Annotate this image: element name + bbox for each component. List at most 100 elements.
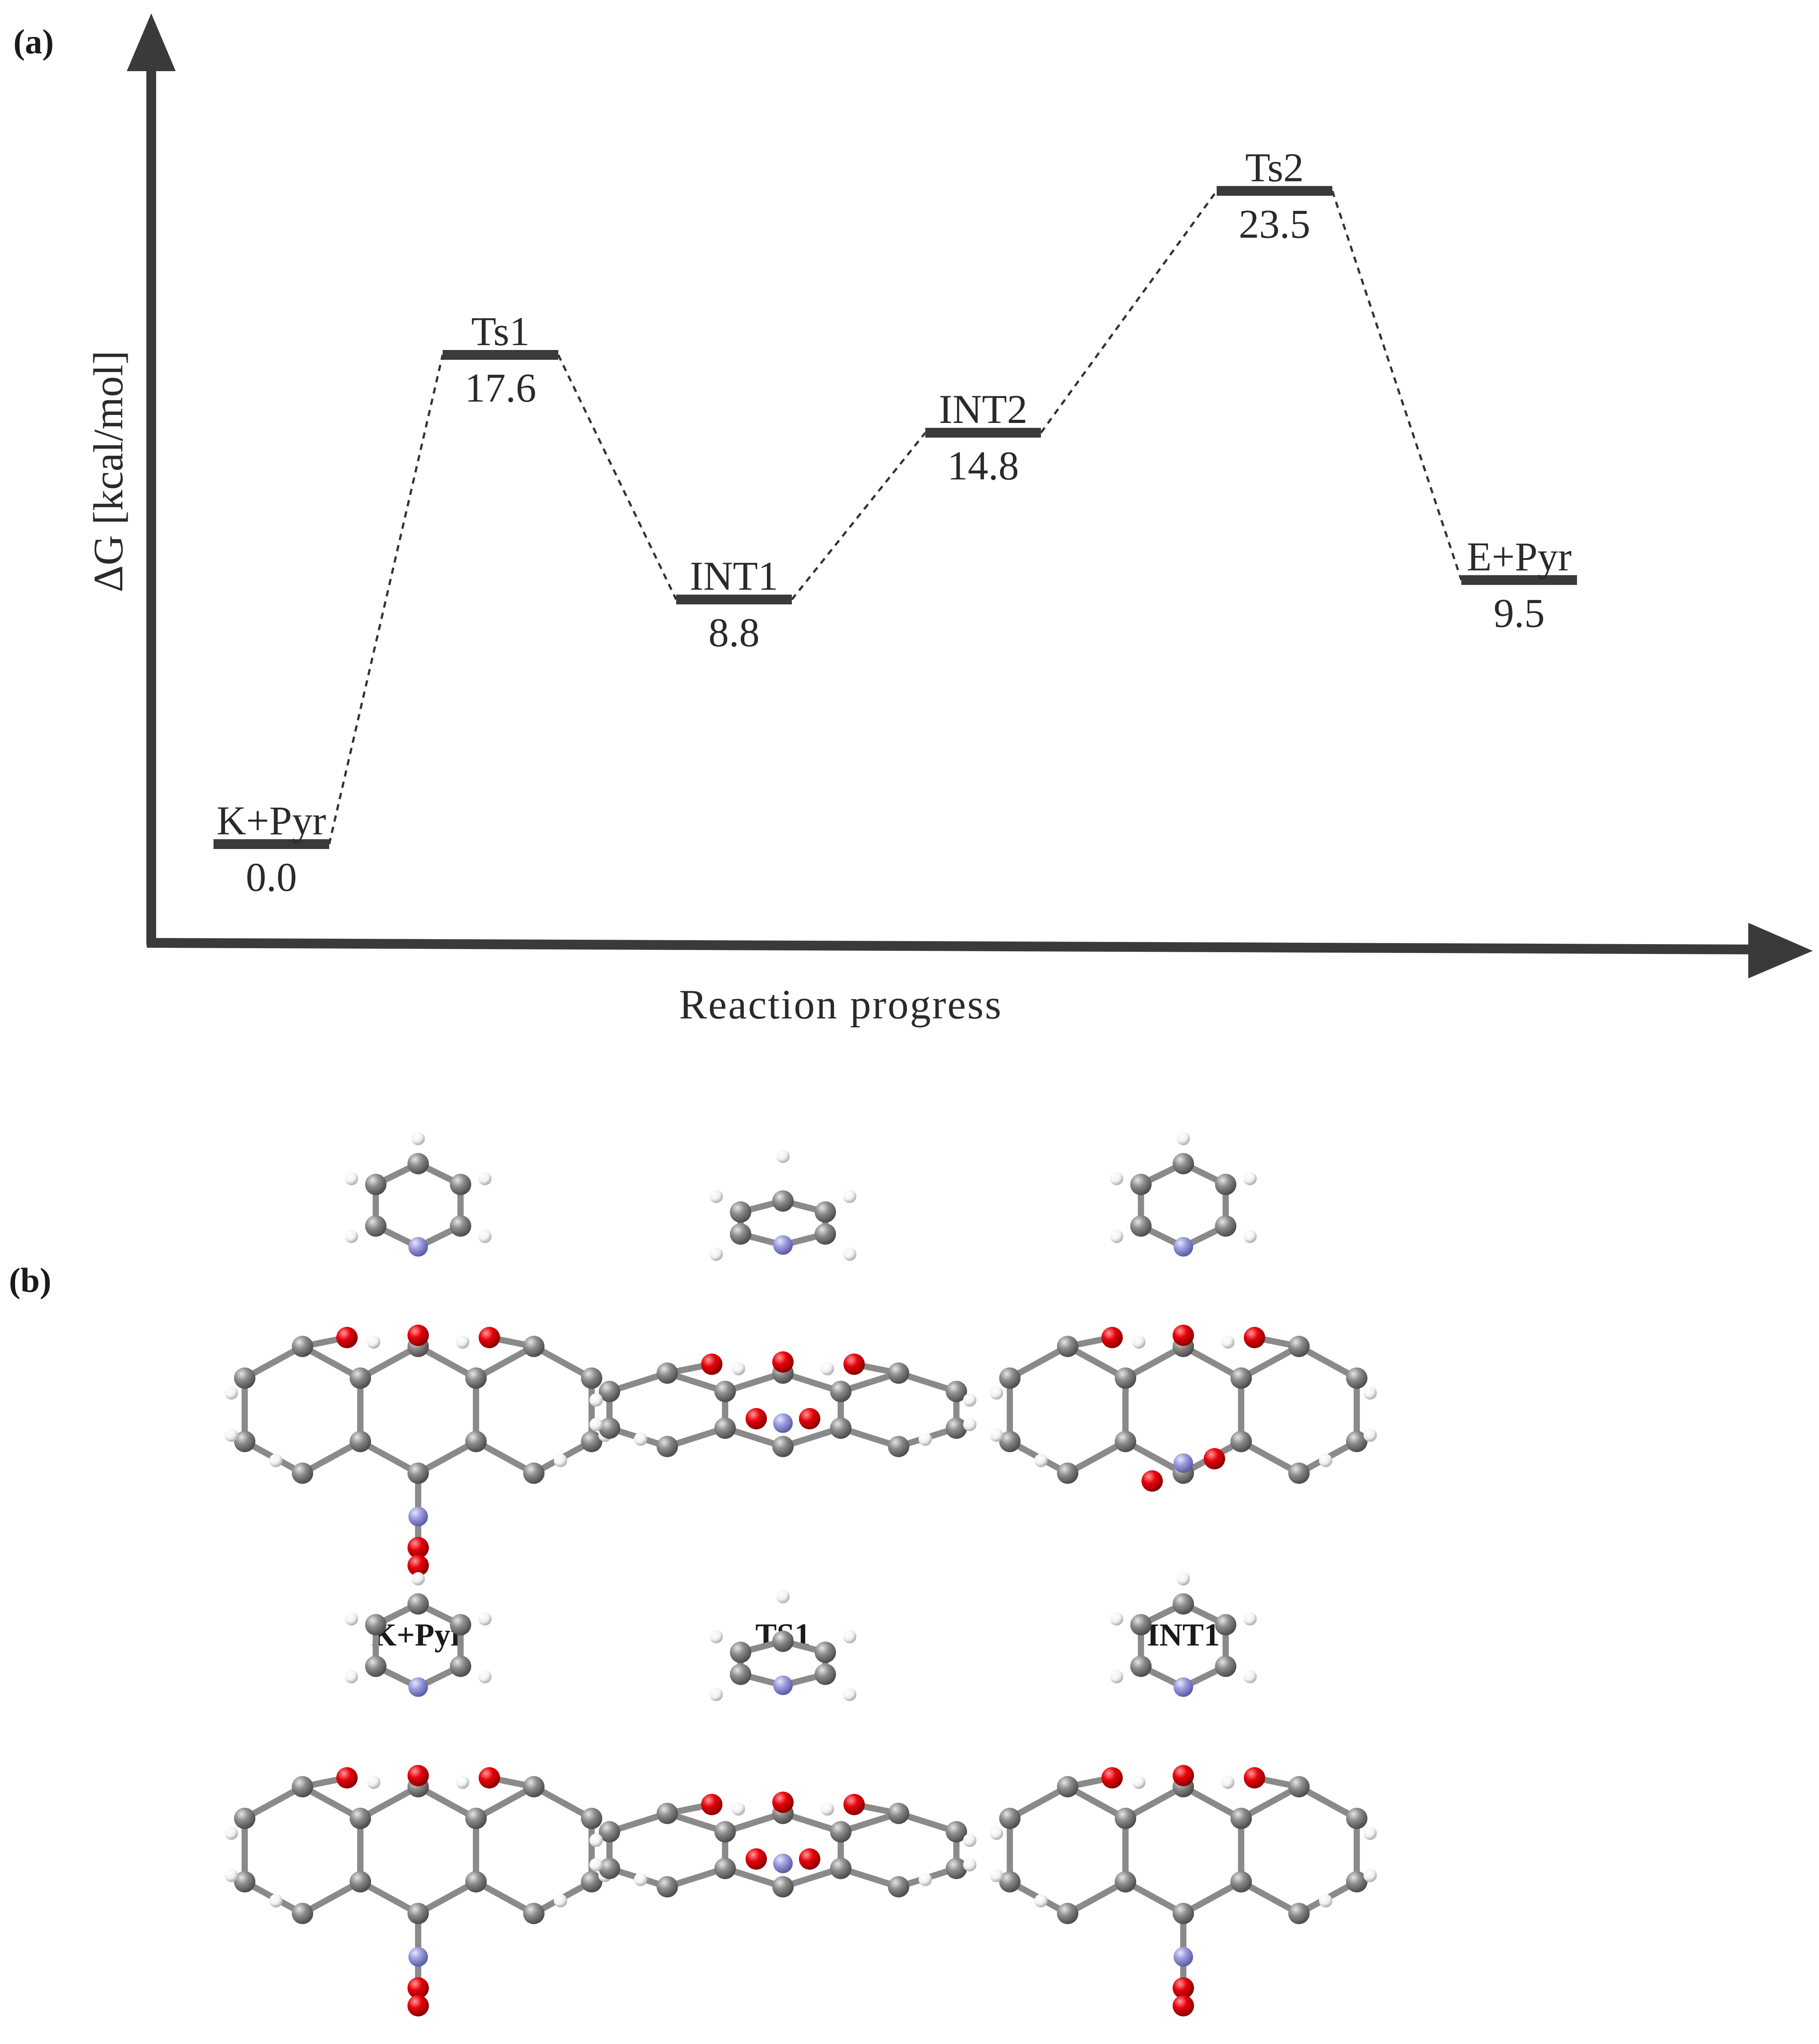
bond — [473, 1438, 537, 1477]
atom-carbon — [1230, 1871, 1252, 1893]
atom-hydrogen — [269, 1454, 282, 1467]
bond — [299, 1343, 363, 1381]
atom-hydrogen — [1363, 1869, 1377, 1882]
atom-carbon — [1173, 1153, 1194, 1175]
atom-oxygen — [843, 1353, 865, 1375]
atom-carbon — [523, 1336, 544, 1357]
atom-carbon — [772, 1630, 794, 1652]
x-axis-arrowhead — [1748, 923, 1813, 978]
atom-carbon — [581, 1431, 602, 1453]
state-name-label: E+Pyr — [1467, 534, 1572, 579]
atom-hydrogen — [1221, 1775, 1234, 1789]
bond — [415, 1438, 479, 1477]
atom-carbon — [1130, 1614, 1152, 1636]
atom-carbon — [350, 1871, 371, 1893]
atom-nitrogen — [408, 1507, 428, 1526]
atom-oxygen — [407, 1537, 429, 1558]
bond — [1065, 1438, 1129, 1477]
atom-oxygen — [1244, 1327, 1265, 1348]
atom-hydrogen — [1243, 1612, 1257, 1626]
atom-carbon — [599, 1417, 621, 1439]
atom-nitrogen — [773, 1235, 793, 1255]
atom-hydrogen — [345, 1670, 358, 1683]
state-name-label: INT2 — [939, 386, 1027, 432]
energy-diagram-axes: ΔG [kcal/mol] Reaction progress — [85, 13, 1813, 1028]
atom-carbon — [350, 1431, 371, 1453]
atom-hydrogen — [345, 1230, 358, 1243]
atom-hydrogen — [554, 1894, 567, 1907]
atom-oxygen — [479, 1327, 500, 1348]
atom-carbon — [1215, 1215, 1237, 1237]
atom-hydrogen — [589, 1858, 603, 1871]
atom-carbon — [657, 1362, 678, 1384]
panel-a-label: (a) — [13, 22, 54, 61]
atom-carbon — [815, 1663, 836, 1685]
molecule-structure: TS1 — [589, 1150, 976, 1653]
atom-hydrogen — [345, 1172, 358, 1185]
atom-carbon — [292, 1903, 313, 1924]
atom-hydrogen — [1221, 1335, 1234, 1349]
bond — [357, 1438, 421, 1477]
atom-hydrogen — [1110, 1230, 1123, 1243]
atom-carbon — [234, 1367, 256, 1389]
atom-carbon — [599, 1858, 621, 1879]
atom-carbon — [234, 1431, 256, 1453]
atom-carbon — [999, 1367, 1021, 1389]
atom-carbon — [945, 1417, 967, 1439]
atom-carbon — [730, 1663, 751, 1685]
atom-nitrogen — [1174, 1453, 1193, 1473]
atom-carbon — [815, 1223, 836, 1245]
bond — [299, 1438, 363, 1477]
bond — [415, 1783, 479, 1822]
atom-carbon — [1057, 1903, 1078, 1924]
atom-carbon — [365, 1614, 387, 1636]
atom-carbon — [1346, 1367, 1367, 1389]
bond — [415, 1879, 479, 1917]
atom-carbon — [830, 1821, 852, 1843]
atom-hydrogen — [554, 1454, 567, 1467]
atom-carbon — [292, 1462, 313, 1484]
atom-carbon — [1230, 1807, 1252, 1829]
atom-hydrogen — [990, 1428, 1003, 1442]
atom-hydrogen — [843, 1190, 856, 1203]
atom-oxygen — [1141, 1470, 1163, 1492]
atom-carbon — [815, 1642, 836, 1663]
atom-hydrogen — [367, 1775, 380, 1789]
atom-oxygen — [701, 1794, 722, 1815]
atom-carbon — [407, 1903, 429, 1924]
atom-nitrogen — [773, 1854, 793, 1873]
atom-hydrogen — [478, 1172, 492, 1185]
bond — [531, 1343, 595, 1381]
atom-carbon — [1115, 1431, 1137, 1453]
atom-oxygen — [1173, 1995, 1194, 2016]
atom-carbon — [234, 1871, 256, 1893]
atom-nitrogen — [1174, 1237, 1193, 1257]
structure-label: K+Pyr — [372, 1617, 465, 1653]
atom-carbon — [523, 1776, 544, 1798]
atom-carbon — [999, 1807, 1021, 1829]
atom-hydrogen — [1319, 1894, 1332, 1907]
atom-carbon — [407, 1593, 429, 1615]
atom-hydrogen — [1363, 1827, 1377, 1840]
x-axis-label: Reaction progress — [679, 982, 1002, 1028]
atom-carbon — [350, 1367, 371, 1389]
atom-carbon — [350, 1807, 371, 1829]
atom-carbon — [523, 1462, 544, 1484]
atom-carbon — [1215, 1655, 1237, 1677]
bond — [1238, 1343, 1302, 1381]
bond — [1296, 1783, 1360, 1822]
atom-carbon — [450, 1655, 472, 1677]
atom-hydrogen — [843, 1247, 856, 1261]
atom-carbon — [234, 1807, 256, 1829]
atom-oxygen — [772, 1791, 794, 1813]
atom-hydrogen — [963, 1834, 976, 1847]
atom-hydrogen — [225, 1428, 238, 1442]
atom-nitrogen — [1174, 1947, 1193, 1967]
molecule-structure: INT1 — [990, 1132, 1377, 1653]
atom-carbon — [465, 1367, 487, 1389]
atom-oxygen — [479, 1767, 500, 1789]
atom-carbon — [1173, 1903, 1194, 1924]
molecule-structure: TS2 — [589, 1590, 976, 1898]
atom-hydrogen — [456, 1335, 469, 1349]
state-value-label: 23.5 — [1239, 201, 1311, 246]
